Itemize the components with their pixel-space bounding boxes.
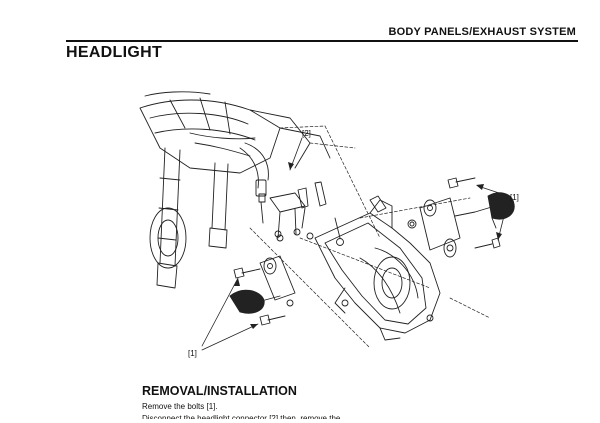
headlight-exploded-diagram: [2] [1] [1] [139, 91, 519, 358]
arrowheads [234, 162, 502, 329]
frame-illustration [139, 91, 331, 289]
leader-lines [201, 137, 509, 351]
wire-clips [276, 181, 387, 246]
callout-bolts-left: [1] [188, 349, 197, 358]
removal-installation-heading: REMOVAL/INSTALLATION [142, 384, 297, 398]
reference-lines [249, 125, 491, 349]
procedure-step-1: Remove the bolts [1]. [142, 402, 218, 411]
callout-connector: [2] [302, 129, 311, 138]
page-title: HEADLIGHT [66, 44, 163, 61]
right-turn-signal [407, 177, 515, 258]
header-rule [66, 40, 578, 42]
section-header: BODY PANELS/EXHAUST SYSTEM [388, 26, 576, 38]
headlight-unit [314, 199, 441, 341]
callout-bolts-right: [1] [510, 193, 519, 202]
procedure-step-2: Disconnect the headlight connector [2] t… [142, 414, 341, 423]
left-turn-signal [229, 255, 296, 326]
